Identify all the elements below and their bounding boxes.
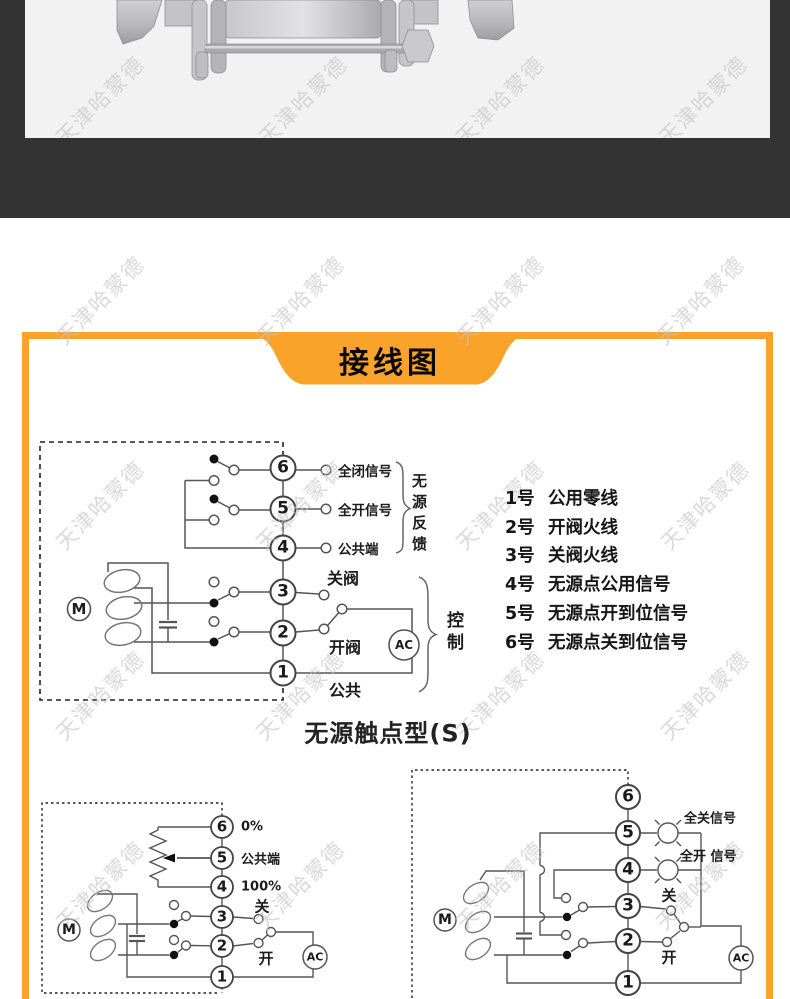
lamp-symbol [657, 859, 679, 881]
label-open-valve: 开阀 [329, 638, 362, 657]
diagram-top [39, 441, 438, 701]
legend-num: 4号 [505, 575, 535, 596]
label-common-terminal: 公共端 [241, 852, 281, 868]
diagram-caption: 无源触点型(S) [304, 719, 472, 748]
legend-row: 3号关阀火线 [505, 541, 688, 570]
lamp-symbol [657, 822, 679, 844]
legend-row: 2号开阀火线 [505, 512, 688, 541]
label-100pct: 100% [241, 879, 282, 895]
ac-label: AC [306, 950, 324, 964]
terminal-number: 3 [622, 895, 634, 916]
panel-title: 接线图 [339, 346, 441, 381]
terminal-number: 1 [622, 972, 634, 993]
legend-label: 无源点关到位信号 [548, 632, 688, 653]
legend-num: 6号 [505, 632, 535, 653]
motor-label: M [71, 600, 87, 618]
legend-num: 3号 [505, 546, 535, 567]
label-common-terminal: 公共端 [338, 542, 379, 558]
terminal-number: 5 [216, 848, 228, 867]
label-close-valve: 关阀 [327, 569, 360, 588]
ac-symbol [302, 944, 328, 970]
legend-row: 1号公用零线 [505, 483, 688, 512]
terminal-number: 1 [216, 967, 228, 986]
legend-label: 开阀火线 [548, 517, 618, 538]
legend-num: 1号 [505, 488, 535, 509]
label-full-open-signal: 全开 信号 [680, 849, 737, 865]
diagram-left [41, 802, 328, 994]
motor-symbol [433, 908, 457, 932]
label-close: 关 [254, 897, 270, 916]
group-control-label: 控制 [443, 611, 463, 655]
ac-symbol [388, 629, 420, 661]
valve-product-image [116, 0, 515, 81]
motor-label: M [438, 912, 452, 928]
legend-row: 5号无源点开到位信号 [505, 598, 688, 627]
lamp-rays [654, 819, 682, 884]
legend-row: 4号无源点公用信号 [505, 569, 688, 598]
label-close: 关 [661, 886, 677, 905]
label-open: 开 [661, 948, 677, 967]
terminal-number: 4 [277, 537, 289, 558]
motor-symbol [57, 918, 81, 942]
diagram-right [411, 769, 754, 999]
legend-num: 5号 [505, 604, 535, 625]
ac-label: AC [394, 638, 414, 652]
terminal-number: 6 [216, 817, 228, 836]
terminal-number: 2 [622, 930, 634, 951]
terminal-number: 4 [622, 859, 634, 880]
terminal-number: 6 [622, 786, 634, 807]
legend-label: 无源点公用信号 [548, 575, 671, 596]
terminal-number: 4 [216, 877, 228, 896]
legend-label: 关阀火线 [548, 546, 618, 567]
terminal-number: 2 [216, 936, 228, 955]
motor-label: M [62, 922, 76, 938]
banner-tab [245, 332, 535, 385]
ac-label: AC [732, 951, 750, 965]
terminal-number: 1 [277, 662, 289, 683]
label-open: 开 [258, 949, 274, 968]
label-full-close-signal: 全关信号 [684, 811, 737, 827]
terminal-legend: 1号公用零线 2号开阀火线 3号关阀火线 4号无源点公用信号 5号无源点开到位信… [505, 483, 688, 656]
label-0pct: 0% [241, 819, 264, 835]
legend-label: 无源点开到位信号 [548, 604, 688, 625]
terminal-number: 5 [277, 498, 289, 519]
legend-num: 2号 [505, 517, 535, 538]
wiring-panel-frame [22, 332, 773, 999]
group-feedback-label: 无源反馈 [410, 473, 428, 557]
label-open-signal: 全开信号 [338, 503, 392, 519]
terminal-number: 6 [277, 457, 289, 478]
label-common: 公共 [329, 681, 362, 700]
label-closed-signal: 全闭信号 [338, 464, 392, 480]
terminal-number: 3 [216, 907, 228, 926]
terminal-number: 2 [277, 622, 289, 643]
motor-symbol [66, 596, 92, 622]
top-photo-section [0, 0, 790, 218]
legend-label: 公用零线 [548, 488, 618, 509]
terminal-number: 5 [622, 822, 634, 843]
legend-row: 6号无源点关到位信号 [505, 627, 688, 656]
ac-symbol [728, 945, 754, 971]
terminal-number: 3 [277, 581, 289, 602]
